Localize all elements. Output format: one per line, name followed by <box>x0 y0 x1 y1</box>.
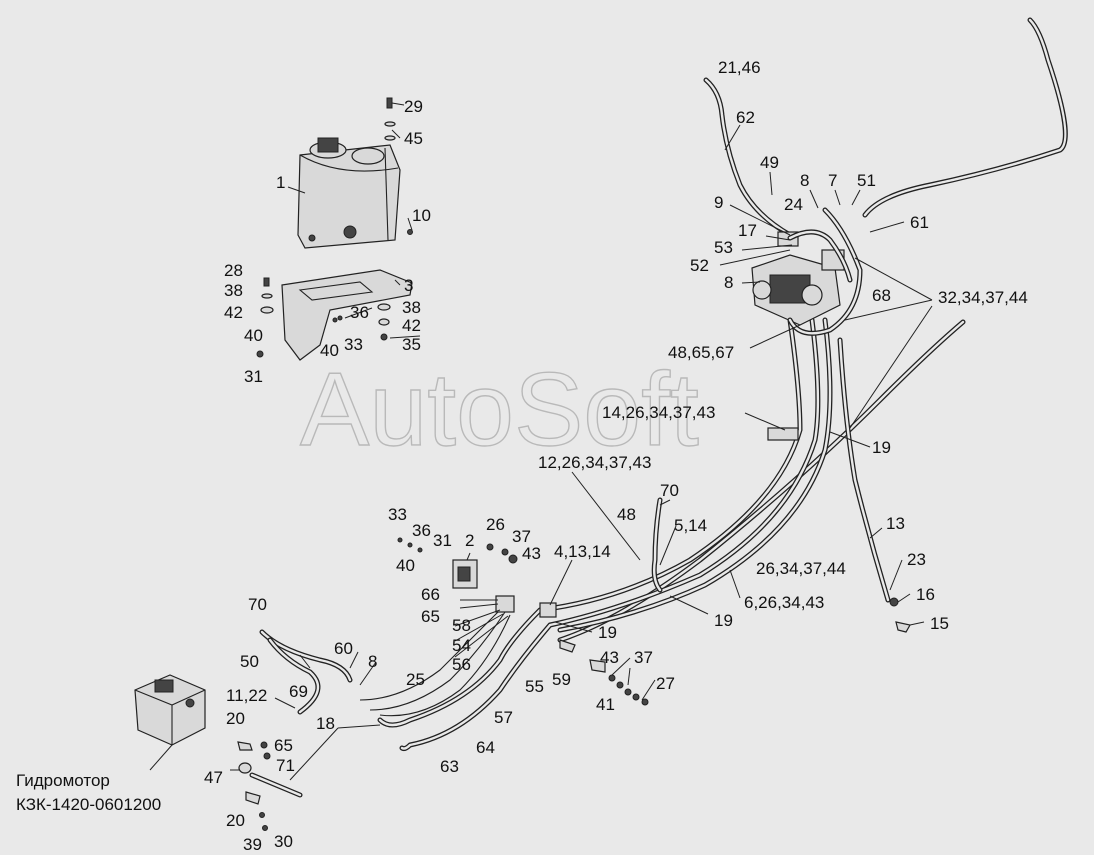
callout: 48,65,67 <box>668 343 734 362</box>
callout: 53 <box>714 238 733 257</box>
callout: 23 <box>907 550 926 569</box>
callout: 42 <box>402 316 421 335</box>
callout: 37 <box>512 527 531 546</box>
callout: 52 <box>690 256 709 275</box>
callout: 51 <box>857 171 876 190</box>
callout: 15 <box>930 614 949 633</box>
motor-fittings <box>237 741 303 831</box>
callout: 65 <box>421 607 440 626</box>
hose-bundle <box>259 17 1068 752</box>
callout: 37 <box>634 648 653 667</box>
callout: 64 <box>476 738 495 757</box>
callout: 39 <box>243 835 262 854</box>
callout: 5,14 <box>674 516 707 535</box>
motor-caption-title: Гидромотор <box>16 771 110 790</box>
callout: 70 <box>248 595 267 614</box>
valve-block <box>397 537 557 618</box>
callout: 35 <box>402 335 421 354</box>
callout: 24 <box>784 195 803 214</box>
callout: 20 <box>226 709 245 728</box>
callout: 58 <box>452 616 471 635</box>
hydraulic-motor <box>134 674 206 746</box>
callout: 33 <box>388 505 407 524</box>
callout: 19 <box>714 611 733 630</box>
callout: 43 <box>522 544 541 563</box>
callout: 2 <box>465 531 474 550</box>
callout: 36 <box>350 303 369 322</box>
callout: 13 <box>886 514 905 533</box>
leader-lines <box>149 102 933 781</box>
callout: 12,26,34,37,43 <box>538 453 651 472</box>
callout: 20 <box>226 811 245 830</box>
callout: 26 <box>486 515 505 534</box>
callout: 26,34,37,44 <box>756 559 846 578</box>
callout: 40 <box>244 326 263 345</box>
callout: 31 <box>244 367 263 386</box>
callout: 19 <box>598 623 617 642</box>
callout: 70 <box>660 481 679 500</box>
callout: 36 <box>412 521 431 540</box>
callout: 69 <box>289 682 308 701</box>
callout: 40 <box>396 556 415 575</box>
callout: 16 <box>916 585 935 604</box>
callout: 11,22 <box>226 686 267 705</box>
callout: 7 <box>828 171 837 190</box>
callout: 25 <box>406 670 425 689</box>
callout: 68 <box>872 286 891 305</box>
watermark: AutoSoft <box>300 352 699 468</box>
callout: 66 <box>421 585 440 604</box>
callout: 62 <box>736 108 755 127</box>
callout: 8 <box>800 171 809 190</box>
callout: 57 <box>494 708 513 727</box>
callout: 55 <box>525 677 544 696</box>
callout: 40 <box>320 341 339 360</box>
callout: 49 <box>760 153 779 172</box>
hydraulic-tank <box>297 137 401 249</box>
callout: 61 <box>910 213 929 232</box>
callout: 38 <box>224 281 243 300</box>
callout: 10 <box>412 206 431 225</box>
callout: 50 <box>240 652 259 671</box>
callout: 9 <box>714 193 723 212</box>
callout: 43 <box>600 648 619 667</box>
callout: 47 <box>204 768 223 787</box>
callout: 71 <box>276 756 295 775</box>
pump-assembly <box>751 207 863 336</box>
callout: 8 <box>368 652 377 671</box>
callout: 28 <box>224 261 243 280</box>
callout: 59 <box>552 670 571 689</box>
callout: 17 <box>738 221 757 240</box>
callout: 30 <box>274 832 293 851</box>
callout: 42 <box>224 303 243 322</box>
callout: 1 <box>276 173 285 192</box>
callout: 29 <box>404 97 423 116</box>
callout: 41 <box>596 695 615 714</box>
callout: 65 <box>274 736 293 755</box>
tank-fasteners <box>256 97 413 358</box>
callout: 63 <box>440 757 459 776</box>
callout: 48 <box>617 505 636 524</box>
callout: 18 <box>316 714 335 733</box>
callout: 60 <box>334 639 353 658</box>
callout: 21,46 <box>718 58 761 77</box>
callout: 14,26,34,37,43 <box>602 403 715 422</box>
callout: 54 <box>452 636 471 655</box>
callout: 4,13,14 <box>554 542 611 561</box>
callout: 3 <box>404 276 413 295</box>
callout-labels: 21,46 62 49 8 7 51 9 24 61 17 53 52 8 68… <box>204 58 1028 854</box>
motor-caption-code: КЗК-1420-0601200 <box>16 795 161 814</box>
callout: 56 <box>452 655 471 674</box>
callout: 45 <box>404 129 423 148</box>
callout: 27 <box>656 674 675 693</box>
callout: 6,26,34,43 <box>744 593 824 612</box>
callout: 32,34,37,44 <box>938 288 1028 307</box>
tank-bracket <box>281 269 413 361</box>
callout: 38 <box>402 298 421 317</box>
callout: 33 <box>344 335 363 354</box>
callout: 19 <box>872 438 891 457</box>
callout: 31 <box>433 531 452 550</box>
callout: 8 <box>724 273 733 292</box>
